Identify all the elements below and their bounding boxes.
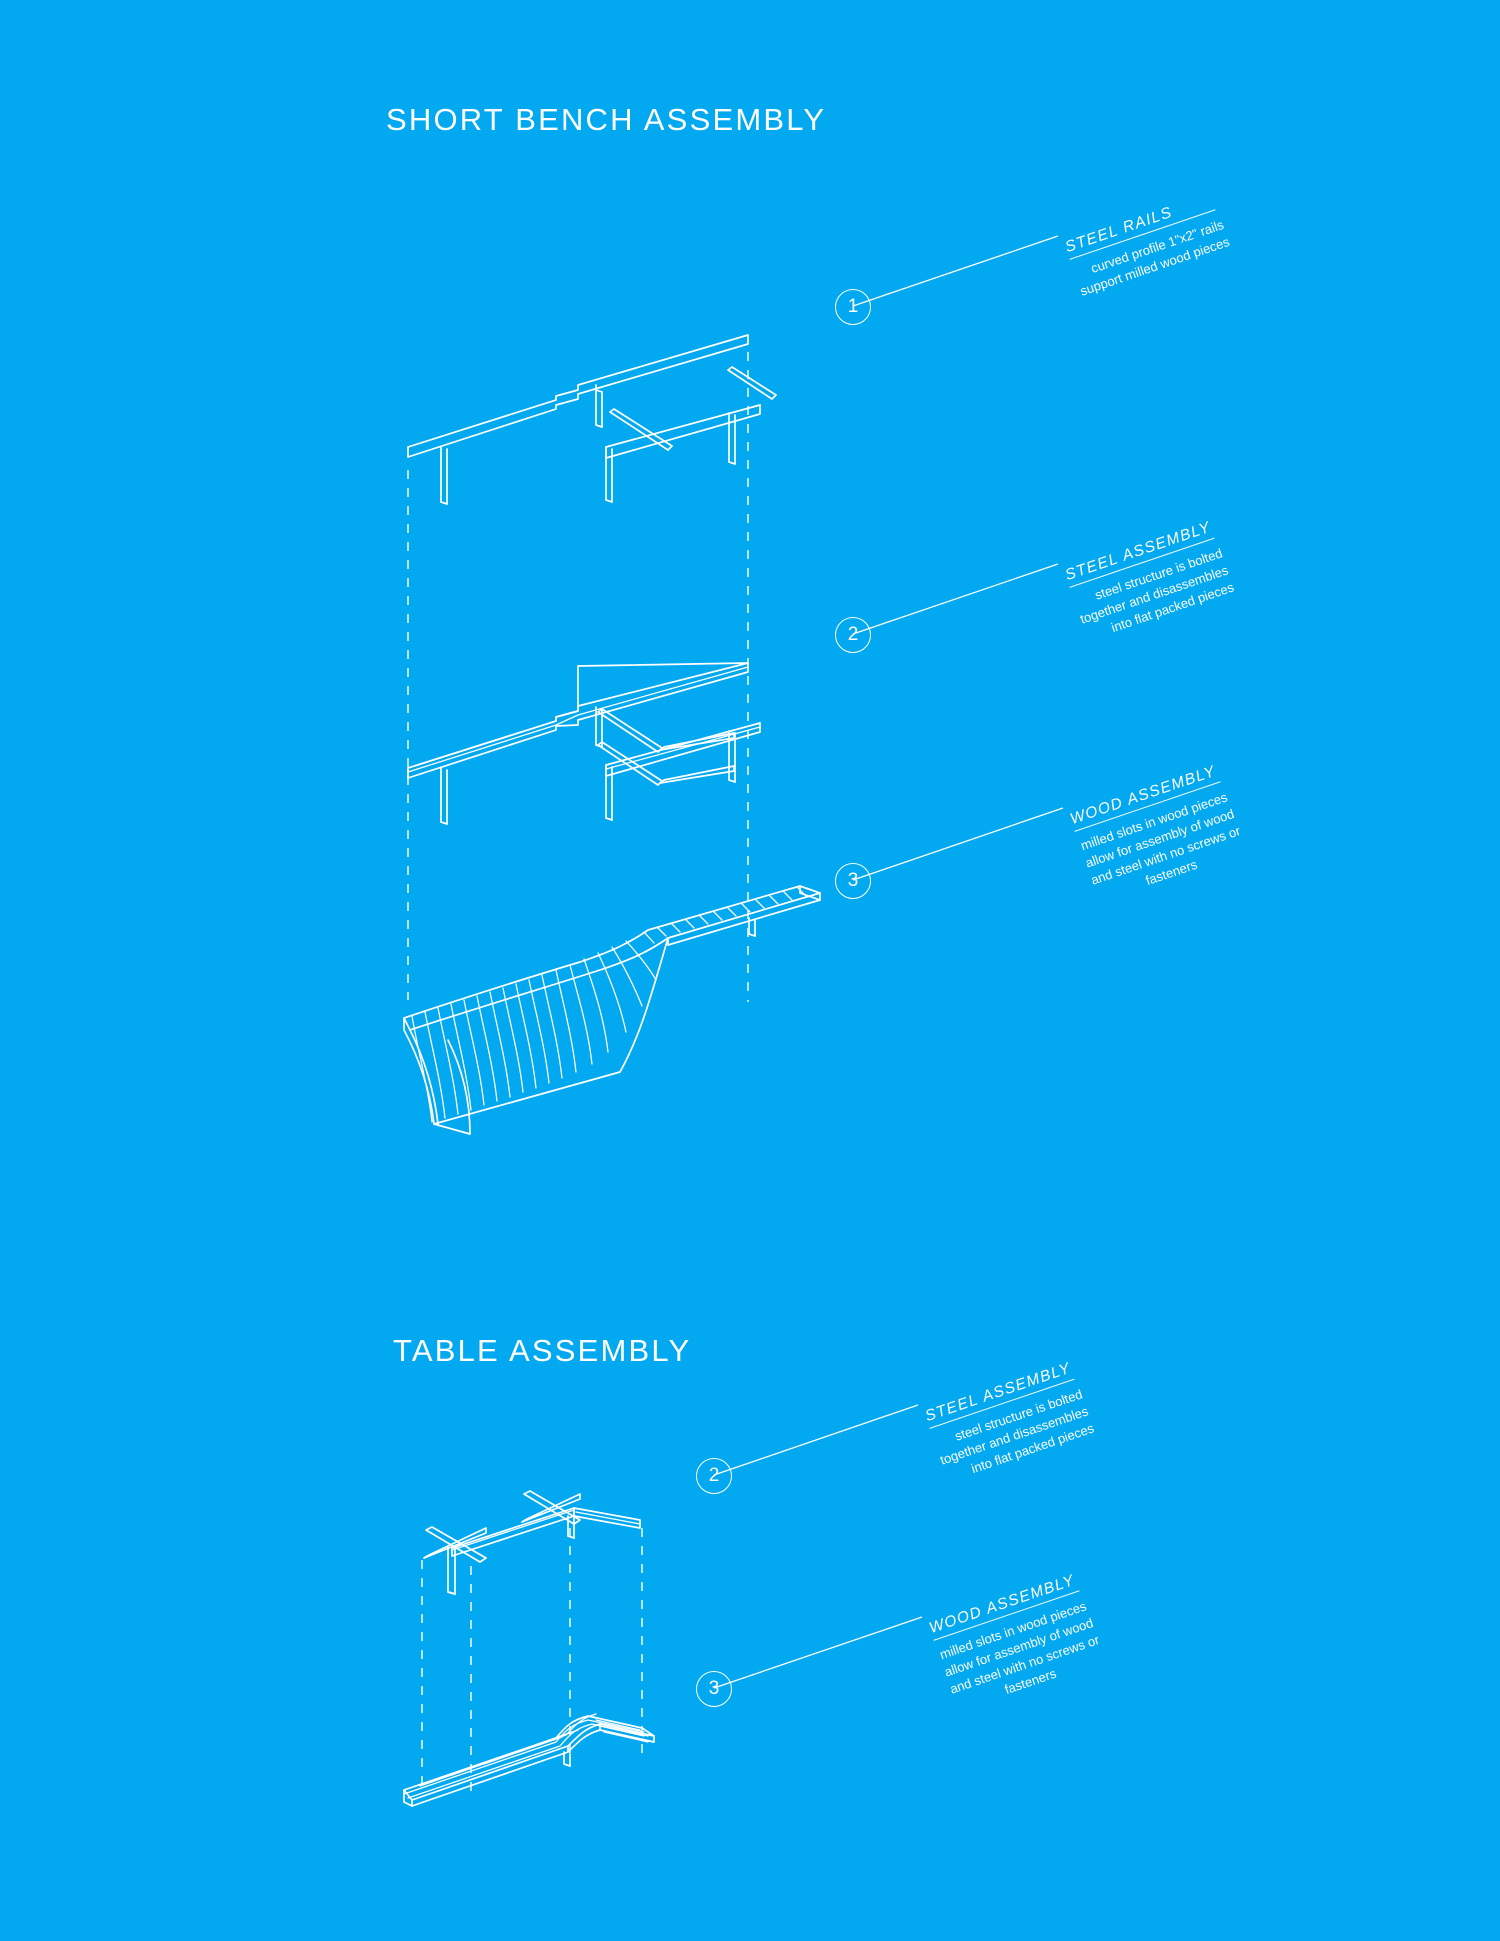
leader-line-bench-3 — [852, 807, 1064, 881]
bench-steel-rails-drawing — [407, 334, 777, 505]
callout-number: 2 — [708, 1465, 720, 1486]
callout-number: 1 — [847, 296, 859, 317]
callout-number: 3 — [708, 1678, 720, 1699]
bench-steel-assembly-drawing — [407, 662, 761, 825]
callout-bubble-table-3[interactable]: 3 — [696, 1671, 732, 1707]
leader-line-table-3 — [713, 1616, 923, 1689]
callout-bubble-bench-2[interactable]: 2 — [835, 617, 871, 653]
table-explode-guides — [421, 1528, 643, 1800]
callout-number: 2 — [847, 624, 859, 645]
callout-bubble-bench-1[interactable]: 1 — [835, 289, 871, 325]
callout-bubble-bench-3[interactable]: 3 — [835, 863, 871, 899]
page-title-table: TABLE ASSEMBLY — [393, 1333, 692, 1368]
leader-line-bench-2 — [852, 563, 1059, 635]
leader-line-table-2 — [713, 1404, 919, 1476]
leader-line-bench-1 — [852, 235, 1059, 307]
table-steel-assembly-drawing — [423, 1490, 641, 1595]
table-wood-assembly-drawing — [403, 1713, 655, 1807]
callout-bubble-table-2[interactable]: 2 — [696, 1458, 732, 1494]
page-title-short-bench: SHORT BENCH ASSEMBLY — [386, 102, 827, 137]
bench-wood-assembly-drawing — [403, 885, 821, 1135]
callout-number: 3 — [847, 870, 859, 891]
